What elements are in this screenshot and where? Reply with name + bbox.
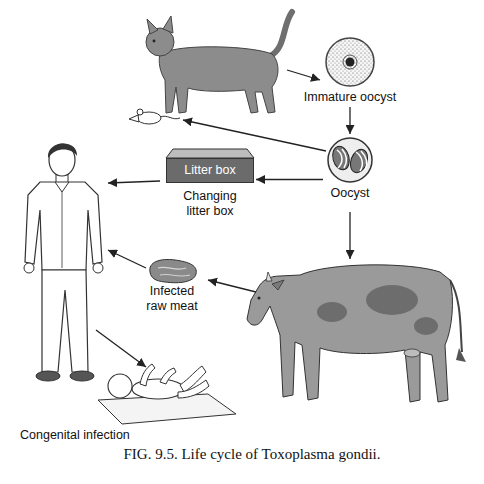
cat-figure [146,12,292,113]
oocyst-drawing [328,138,372,182]
cat-figure [147,19,158,34]
meat-drawing [150,260,197,283]
baby-figure [178,380,209,398]
baby-figure [108,374,132,398]
cycle-arrow [349,212,350,259]
route-label: Congenital infection [20,428,235,443]
mouse-figure [160,116,180,119]
cycle-arrow [208,280,256,292]
mouse-figure [129,115,139,122]
mouse-figure [129,109,180,124]
box-label: Litter box [166,158,254,183]
route-label: Changing litter box [174,189,246,219]
litter-box: Litter boxChanging litter box [166,158,254,219]
cow-figure [317,302,347,322]
cow-figure [247,265,466,402]
man-figure [36,371,60,381]
cycle-arrow [96,330,146,367]
figure-caption: FIG. 9.5. Life cycle of Toxoplasma gondi… [20,446,484,463]
immature-oocyst-drawing [346,58,355,67]
oocyst-drawing [347,147,370,175]
man-figure [25,182,102,270]
route-label: Infected raw meat [140,284,204,314]
meat-drawing [150,260,197,283]
man-figure [24,143,103,381]
cow-figure [266,272,272,281]
man-figure [93,263,103,273]
man-figure [70,371,94,381]
litter-box-lid [166,149,254,158]
mouse-figure [137,109,143,115]
baby-figure [98,364,236,424]
cycle-arrow [96,70,350,367]
cow-figure [258,297,261,300]
oocyst-drawing [328,138,372,182]
man-figure [55,182,69,192]
cat-figure [153,40,156,43]
stage-label: Oocyst [325,186,375,201]
cycle-arrow [108,181,160,183]
cat-figure [159,47,278,113]
baby-figure [160,368,176,384]
oocyst-drawing [356,152,362,171]
baby-figure [132,379,184,399]
oocyst-drawing [361,151,367,170]
congenital-infection: Congenital infection [20,352,235,443]
man-figure [42,270,88,372]
oocyst-drawing [337,150,342,168]
infected-meat: Infected raw meat [140,258,204,314]
cow-figure [272,280,284,290]
meat-drawing [160,275,190,276]
man-figure [48,143,77,158]
immature-oocyst-drawing [326,38,374,86]
oocyst-drawing [330,144,352,171]
cycle-arrow [287,70,320,80]
cow-figure [456,348,466,362]
baby-figure [140,364,155,386]
meat-drawing [158,267,186,269]
cow-figure [414,317,438,335]
oocyst-drawing [342,149,346,168]
immature-oocyst-stage: Immature oocyst [304,36,396,105]
cycle-arrow [349,107,350,134]
cycle-arrow [256,179,323,180]
immature-oocyst-drawing [326,38,374,86]
cow-figure [247,265,452,402]
oocyst-stage: Oocyst [325,136,375,201]
cat-figure [163,16,173,33]
cow-figure [366,285,418,315]
immature-oocyst-drawing [343,55,357,69]
cycle-arrow [108,250,146,268]
cycle-arrow [183,120,326,151]
man-figure [24,263,34,273]
cow-figure [404,349,420,357]
cat-figure [270,12,292,56]
litter-box-lid [166,149,254,158]
stage-label: Immature oocyst [304,90,396,105]
man-figure [62,192,63,268]
